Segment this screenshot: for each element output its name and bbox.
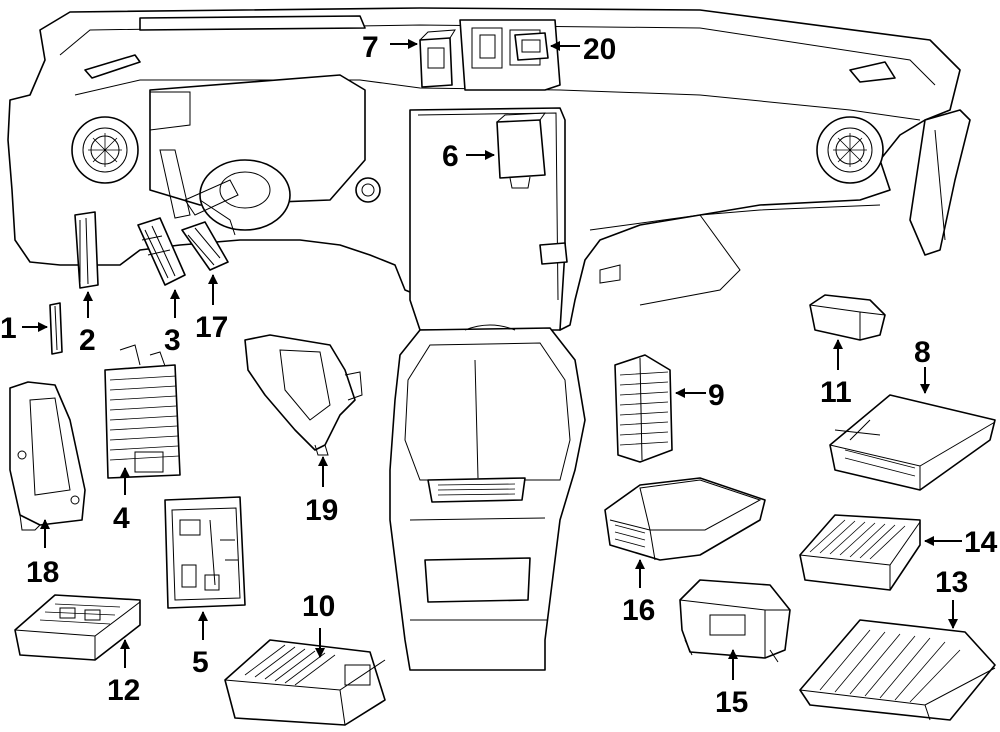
center-console — [389, 324, 586, 671]
callout-11: 11 — [820, 376, 852, 409]
part-19-bracket — [244, 334, 363, 456]
callout-6: 6 — [442, 140, 459, 173]
callout-2: 2 — [79, 324, 96, 357]
callout-5: 5 — [192, 646, 209, 679]
callout-8: 8 — [914, 336, 931, 369]
instrument-panel — [7, 7, 971, 331]
part-14-module — [799, 514, 921, 591]
part-4-module — [104, 344, 181, 479]
part-9-connector — [614, 354, 673, 463]
part-13-module — [799, 619, 996, 721]
callout-12: 12 — [107, 674, 140, 707]
part-7-module — [419, 29, 456, 88]
callout-9: 9 — [708, 379, 725, 412]
callout-16: 16 — [622, 594, 655, 627]
part-5-module — [164, 496, 246, 609]
part-12-module — [14, 594, 141, 661]
callout-20: 20 — [583, 33, 616, 66]
callout-labels: 1 2 3 4 5 6 7 8 9 10 11 12 13 14 15 16 1… — [0, 31, 998, 719]
callout-4: 4 — [113, 502, 130, 535]
callout-13: 13 — [935, 566, 968, 599]
part-1 — [49, 302, 63, 355]
part-17-switch — [181, 179, 239, 271]
callout-19: 19 — [305, 494, 338, 527]
part-18-bracket — [9, 381, 86, 531]
callout-17: 17 — [195, 311, 228, 344]
part-6-module — [496, 112, 547, 189]
callout-7: 7 — [362, 31, 379, 64]
callout-3: 3 — [164, 324, 181, 357]
part-15-module — [679, 579, 791, 663]
part-10-module — [224, 639, 386, 726]
part-20-bracket — [514, 32, 549, 61]
callout-15: 15 — [715, 686, 748, 719]
callout-14: 14 — [964, 526, 998, 559]
part-3-switch — [137, 217, 186, 286]
callout-18: 18 — [26, 556, 59, 589]
callout-1: 1 — [0, 312, 17, 345]
part-11-module — [809, 294, 886, 341]
part-8-module — [829, 394, 996, 491]
callout-10: 10 — [302, 590, 335, 623]
part-16-module — [604, 477, 766, 561]
leader-lines — [22, 39, 962, 680]
